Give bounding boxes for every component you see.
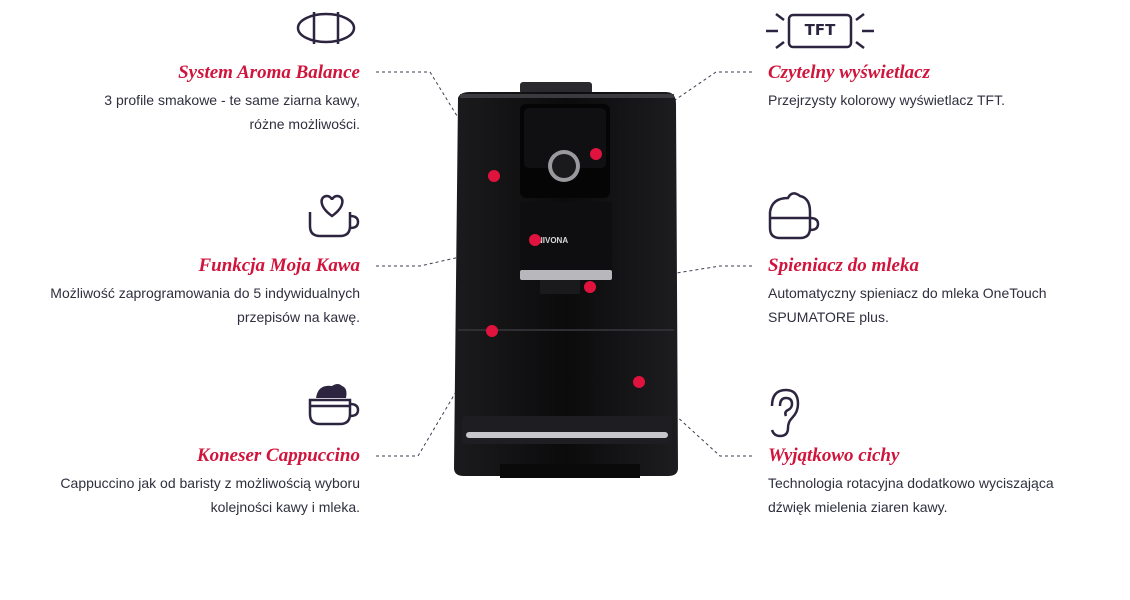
- feature-desc-line: Automatyczny spieniacz do mleka OneTouch: [768, 285, 1047, 301]
- hotspot-aroma[interactable]: [488, 170, 500, 182]
- feature-desc-line: Cappuccino jak od baristy z możliwością …: [60, 475, 360, 491]
- feature-title: System Aroma Balance: [178, 62, 360, 83]
- feature-spieniacz: Spieniacz do mleka Automatyczny spieniac…: [768, 255, 1128, 329]
- feature-desc: 3 profile smakowe - te same ziarna kawy,…: [0, 88, 360, 136]
- feature-title: Koneser Cappuccino: [196, 445, 360, 466]
- milk-foam-cup-icon: [768, 192, 820, 240]
- brand-logo: NIVONA: [537, 236, 568, 245]
- aroma-balance-icon: [296, 12, 356, 44]
- hotspot-cichy[interactable]: [633, 376, 645, 388]
- cappuccino-cup-icon: [308, 384, 360, 426]
- feature-title: Czytelny wyświetlacz: [768, 62, 931, 83]
- hotspot-moja[interactable]: [529, 234, 541, 246]
- feature-desc: Możliwość zaprogramowania do 5 indywidua…: [0, 281, 360, 329]
- feature-title: Spieniacz do mleka: [768, 255, 919, 276]
- feature-desc-line: różne możliwości.: [249, 116, 360, 132]
- hotspot-tft[interactable]: [590, 148, 602, 160]
- feature-desc: Przejrzysty kolorowy wyświetlacz TFT.: [768, 88, 1128, 112]
- feature-desc-line: kolejności kawy i mleka.: [210, 499, 360, 515]
- feature-tft: Czytelny wyświetlacz Przejrzysty kolorow…: [768, 62, 1128, 112]
- feature-desc: Automatyczny spieniacz do mleka OneTouch…: [768, 281, 1128, 329]
- feature-desc-line: Przejrzysty kolorowy wyświetlacz TFT.: [768, 92, 1006, 108]
- feature-cappuccino: Koneser Cappuccino Cappuccino jak od bar…: [0, 445, 360, 519]
- feature-desc-line: Technologia rotacyjna dodatkowo wyciszaj…: [768, 475, 1054, 491]
- feature-desc-line: dźwięk mielenia ziaren kawy.: [768, 499, 948, 515]
- feature-desc-line: przepisów na kawę.: [237, 309, 360, 325]
- heart-cup-icon: [308, 194, 360, 238]
- feature-cichy: Wyjątkowo cichy Technologia rotacyjna do…: [768, 445, 1128, 519]
- coffee-machine-image: NIVONA: [454, 82, 678, 478]
- feature-desc-line: 3 profile smakowe - te same ziarna kawy,: [104, 92, 360, 108]
- ear-icon: [770, 388, 800, 438]
- hotspot-spieniacz[interactable]: [584, 281, 596, 293]
- feature-desc-line: SPUMATORE plus.: [768, 309, 889, 325]
- feature-aroma: System Aroma Balance 3 profile smakowe -…: [0, 62, 360, 136]
- feature-title: Funkcja Moja Kawa: [198, 255, 360, 276]
- feature-title: Wyjątkowo cichy: [768, 445, 900, 466]
- feature-desc: Technologia rotacyjna dodatkowo wyciszaj…: [768, 471, 1128, 519]
- tft-icon-label: TFT: [804, 21, 836, 39]
- feature-moja-kawa: Funkcja Moja Kawa Możliwość zaprogramowa…: [0, 255, 360, 329]
- feature-desc: Cappuccino jak od baristy z możliwością …: [0, 471, 360, 519]
- feature-desc-line: Możliwość zaprogramowania do 5 indywidua…: [50, 285, 360, 301]
- hotspot-cappuccino[interactable]: [486, 325, 498, 337]
- tft-display-icon: TFT: [762, 4, 878, 54]
